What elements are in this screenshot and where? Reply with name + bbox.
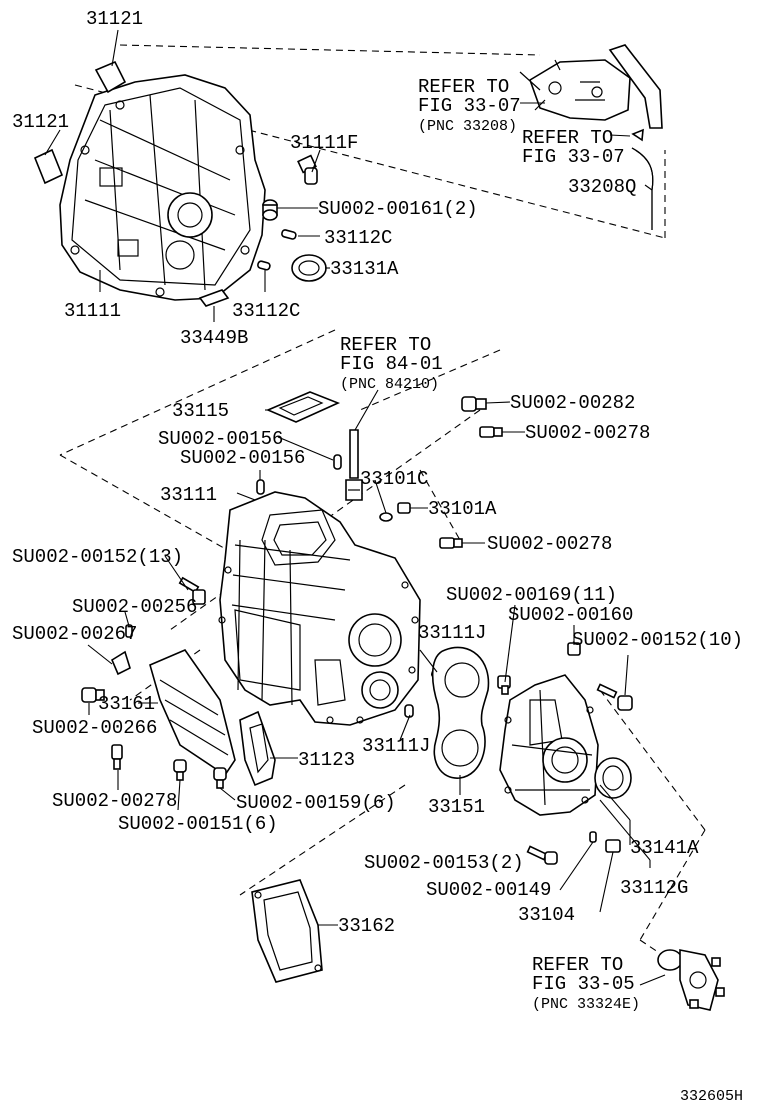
label-33101A: 33101A [428,498,497,520]
label-su002-00278-a: SU002-00278 [525,422,650,444]
label-su002-00267: SU002-00267 [12,623,137,645]
label-31121-top: 31121 [86,8,143,30]
bolt-su002-00152-13 [178,576,206,605]
label-su002-00160: SU002-00160 [508,604,633,626]
label-33161: 33161 [98,693,155,715]
label-31111F: 31111F [290,132,358,154]
cover-33449B [198,289,230,307]
leader-lines [44,29,666,986]
cover-33115 [265,391,341,423]
plug-33101A [397,502,411,514]
label-33104: 33104 [518,904,575,926]
label-su002-00282: SU002-00282 [510,392,635,414]
label-33111J-a: 33111J [418,622,486,644]
pin-33112C-b [257,260,271,271]
ref-33-07-a-line3: (PNC 33208) [418,118,517,135]
ref-84-01-line3: (PNC 84210) [340,376,439,393]
label-su002-00266: SU002-00266 [32,717,157,739]
label-33131A: 33131A [330,258,399,280]
bolt-su002-00266 [81,687,105,703]
diagram-code: 332605H [680,1088,743,1105]
plug-31121-left [33,148,64,185]
label-su002-00278-c: SU002-00278 [52,790,177,812]
pin-33112C-a [281,229,297,240]
shift-lever-assembly [519,44,663,142]
oil-seal-33141A [594,757,632,799]
ref-33-07-a-line1: REFER TO [418,76,509,98]
label-33208Q: 33208Q [568,176,636,198]
label-33141A: 33141A [630,837,699,859]
plug-33104 [605,839,621,853]
pin-su002-00156-a [333,454,342,470]
clutch-housing-31111 [59,74,266,301]
label-su002-00156-a: SU002-00156 [158,428,283,450]
label-33101C: 33101C [360,468,428,490]
part-labels: 31121 31121 31111F SU002-00161(2) 33112C… [12,8,743,1105]
cover-plate-33162 [251,879,323,983]
label-31121-left: 31121 [12,111,69,133]
ref-84-01-line2: FIG 84-01 [340,353,443,375]
switch-84210 [345,429,363,501]
bracket-su002-00267 [110,650,131,676]
label-33111: 33111 [160,484,217,506]
bolt-su002-00152-10 [596,683,633,711]
label-33111J-b: 33111J [362,735,430,757]
bolt-su002-00169 [497,675,511,695]
plug-su002-00282 [461,396,487,412]
ref-33-07-b-line2: FIG 33-07 [522,146,625,168]
bolt-su002-00159 [213,767,227,789]
ring-33101C [379,512,393,522]
ref-33-07-b-line1: REFER TO [522,127,613,149]
label-33112G: 33112G [620,877,688,899]
label-su002-00169: SU002-00169(11) [446,584,617,606]
label-su002-00161: SU002-00161(2) [318,198,478,220]
bolt-su002-00153 [526,845,558,865]
label-31111: 31111 [64,300,121,322]
transmission-case-33111 [218,491,421,726]
extension-housing [499,674,599,816]
pin-su002-00149 [589,831,597,843]
bolt-su002-00278-c [111,744,123,770]
label-su002-00256: SU002-00256 [72,596,197,618]
label-33112C-b: 33112C [232,300,300,322]
label-su002-00151: SU002-00151(6) [118,813,278,835]
ref-33-05-line3: (PNC 33324E) [532,996,640,1013]
ref-33-07-a-line2: FIG 33-07 [418,95,521,117]
label-su002-00156-b: SU002-00156 [180,447,305,469]
ref-84-01-line1: REFER TO [340,334,431,356]
label-su002-00278-b: SU002-00278 [487,533,612,555]
label-su002-00149: SU002-00149 [426,879,551,901]
label-33112C-a: 33112C [324,227,392,249]
plug-su002-00278-b [439,537,463,549]
label-33115: 33115 [172,400,229,422]
label-33162: 33162 [338,915,395,937]
label-33151: 33151 [428,796,485,818]
companion-flange [657,949,725,1011]
oil-seal-33131A [291,254,327,282]
label-su002-00159: SU002-00159(6) [236,792,396,814]
label-33449B: 33449B [180,327,248,349]
gasket-33151 [431,646,490,779]
label-31123: 31123 [298,749,355,771]
pin-su002-00156-b [256,479,265,495]
plug-31121-top [94,60,127,94]
ref-33-05-line1: REFER TO [532,954,623,976]
label-su002-00152-13: SU002-00152(13) [12,546,183,568]
gasket-31123 [239,710,276,787]
plug-su002-00278-a [479,426,503,438]
bolt-su002-00151 [173,759,187,781]
label-su002-00152-10: SU002-00152(10) [572,629,743,651]
bolt-31111F [297,154,318,185]
pin-33111J-b [404,704,414,718]
ref-33-05-line2: FIG 33-05 [532,973,635,995]
label-su002-00153: SU002-00153(2) [364,852,524,874]
bushing-su002-00161 [262,199,278,221]
side-cover-33161 [149,649,236,777]
